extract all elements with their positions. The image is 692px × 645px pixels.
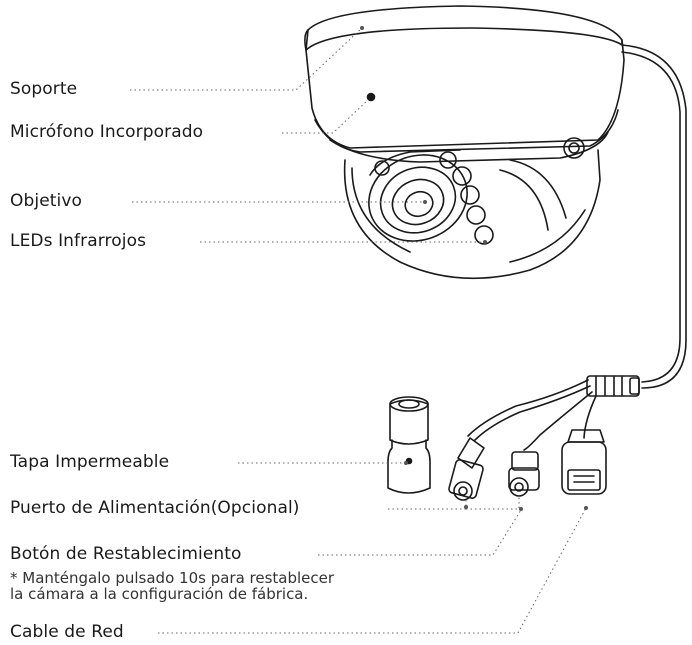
note-line-2: la cámara a la configuración de fábrica. (10, 585, 309, 603)
network-port-icon (561, 429, 607, 495)
leader-cable (158, 507, 587, 634)
power-port-icon (448, 437, 485, 501)
label-puerto: Puerto de Alimentación(Opcional) (10, 498, 300, 518)
label-leds: LEDs Infrarrojos (10, 231, 147, 251)
waterproof-cap-icon (387, 396, 431, 494)
label-microfono: Micrófono Incorporado (10, 122, 204, 142)
split-cables (467, 379, 597, 451)
leader-soporte (130, 27, 363, 91)
cable-connector (586, 375, 640, 397)
reset-button-icon (508, 451, 540, 497)
leader-microfono (282, 99, 369, 134)
label-soporte: Soporte (10, 79, 78, 99)
ir-leds-icon (374, 151, 567, 245)
label-tapa: Tapa Impermeable (10, 452, 170, 472)
screw-icon (563, 137, 585, 159)
lens-icon (368, 149, 468, 242)
leader-boton (318, 509, 522, 556)
microphone-hole-icon (366, 92, 376, 102)
label-boton: Botón de Restablecimiento (10, 544, 242, 564)
camera-cable (621, 44, 687, 389)
label-cable: Cable de Red (10, 622, 124, 642)
label-objetivo: Objetivo (10, 191, 83, 211)
note-line-1: * Manténgalo pulsado 10s para restablece… (10, 569, 335, 587)
dome-cover (343, 149, 601, 280)
leader-puerto (388, 497, 520, 510)
